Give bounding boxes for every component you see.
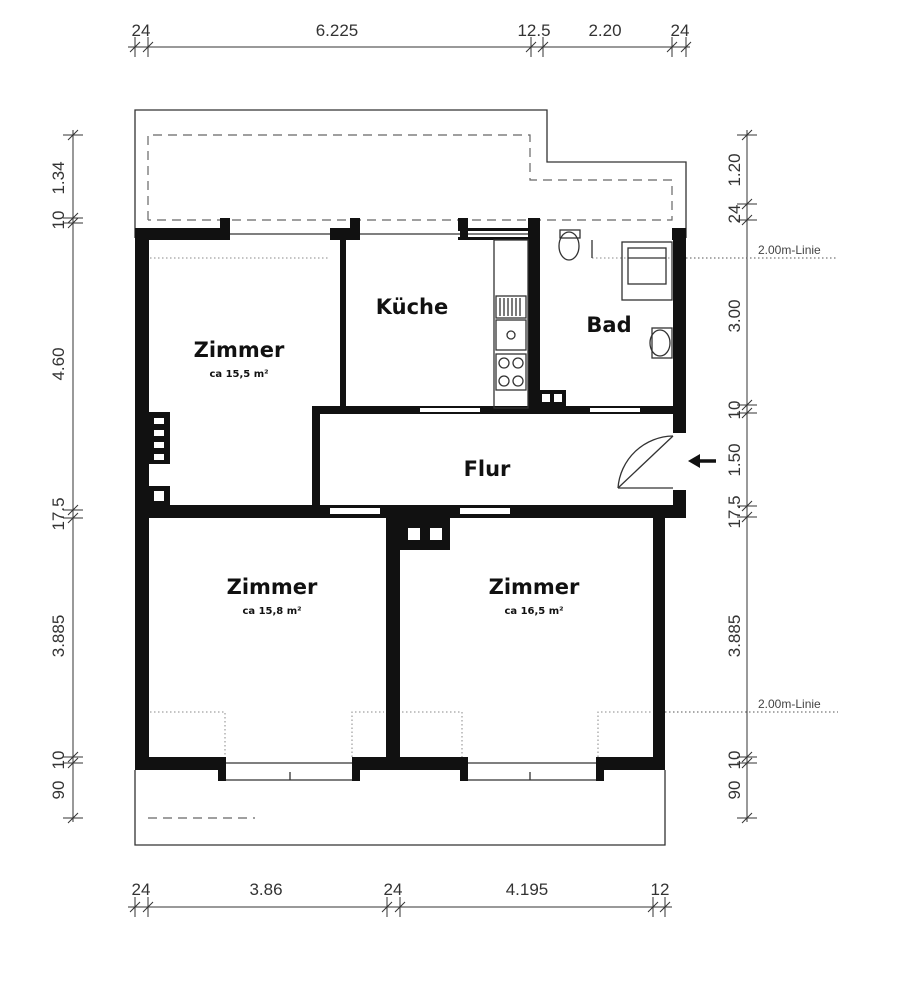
left-dim-3: 4.60: [49, 347, 68, 380]
upper-terrace: [134, 109, 687, 238]
entrance-arrow-icon: [688, 454, 716, 468]
right-dim-3: 3.00: [725, 299, 744, 332]
right-dim-6: 17.5: [725, 495, 744, 528]
room-zimmer-1: Zimmer ca 15,5 m²: [194, 338, 285, 380]
room-bad-name: Bad: [586, 313, 631, 337]
reference-line-upper-label: 2.00m-Linie: [758, 243, 821, 257]
walls: [135, 218, 686, 781]
room-zimmer-1-name: Zimmer: [194, 338, 285, 362]
left-dim-6: 10: [49, 751, 68, 770]
room-flur-name: Flur: [464, 457, 511, 481]
room-bad: Bad: [586, 313, 631, 337]
room-zimmer-2-name: Zimmer: [227, 575, 318, 599]
bottom-dim-4: 4.195: [506, 880, 549, 899]
right-dimension-chain: 1.20 24 3.00 10 1.50 17.5 3.885 10 90: [725, 129, 757, 824]
top-dim-3: 12.5: [517, 21, 550, 40]
left-dim-2: 10: [49, 211, 68, 230]
room-zimmer-3: Zimmer ca 16,5 m²: [489, 575, 580, 617]
right-dim-7: 3.885: [725, 615, 744, 658]
right-dim-1: 1.20: [725, 153, 744, 186]
room-zimmer-2-area: ca 15,8 m²: [242, 606, 301, 617]
left-dimension-chain: 1.34 10 4.60 17.5 3.885 10 90: [49, 129, 83, 824]
room-zimmer-3-area: ca 16,5 m²: [504, 606, 563, 617]
bottom-dim-5: 12: [651, 880, 670, 899]
reference-line-upper: 2.00m-Linie: [686, 243, 838, 259]
bottom-dimension-chain: 24 3.86 24 4.195 12: [128, 880, 672, 917]
right-dim-2: 24: [725, 205, 744, 224]
bathroom-fixtures: [558, 229, 673, 359]
room-kueche-name: Küche: [376, 295, 449, 319]
right-dim-8: 10: [725, 751, 744, 770]
bottom-dim-2: 3.86: [249, 880, 282, 899]
top-dim-5: 24: [671, 21, 690, 40]
right-dim-5: 1.50: [725, 443, 744, 476]
bottom-dim-1: 24: [132, 880, 151, 899]
top-dimension-chain: 24 6.225 12.5 2.20 24: [128, 21, 692, 57]
bottom-dim-3: 24: [384, 880, 403, 899]
left-dim-4: 17.5: [49, 497, 68, 530]
right-dim-4: 10: [725, 401, 744, 420]
left-dim-1: 1.34: [49, 161, 68, 194]
left-dim-7: 90: [49, 781, 68, 800]
top-dim-4: 2.20: [588, 21, 621, 40]
lower-balcony: [134, 770, 666, 846]
room-kueche: Küche: [376, 295, 449, 319]
top-dim-2: 6.225: [316, 21, 359, 40]
reference-line-lower-label: 2.00m-Linie: [758, 697, 821, 711]
left-dim-5: 3.885: [49, 615, 68, 658]
room-zimmer-1-area: ca 15,5 m²: [209, 369, 268, 380]
room-zimmer-3-name: Zimmer: [489, 575, 580, 599]
entrance-door: [617, 435, 674, 489]
room-flur: Flur: [464, 457, 511, 481]
reference-line-lower: 2.00m-Linie: [665, 697, 838, 713]
window-lines: [226, 233, 596, 781]
right-dim-9: 90: [725, 781, 744, 800]
kitchen-counter: [493, 239, 529, 409]
top-dim-1: 24: [132, 21, 151, 40]
room-zimmer-2: Zimmer ca 15,8 m²: [227, 575, 318, 617]
